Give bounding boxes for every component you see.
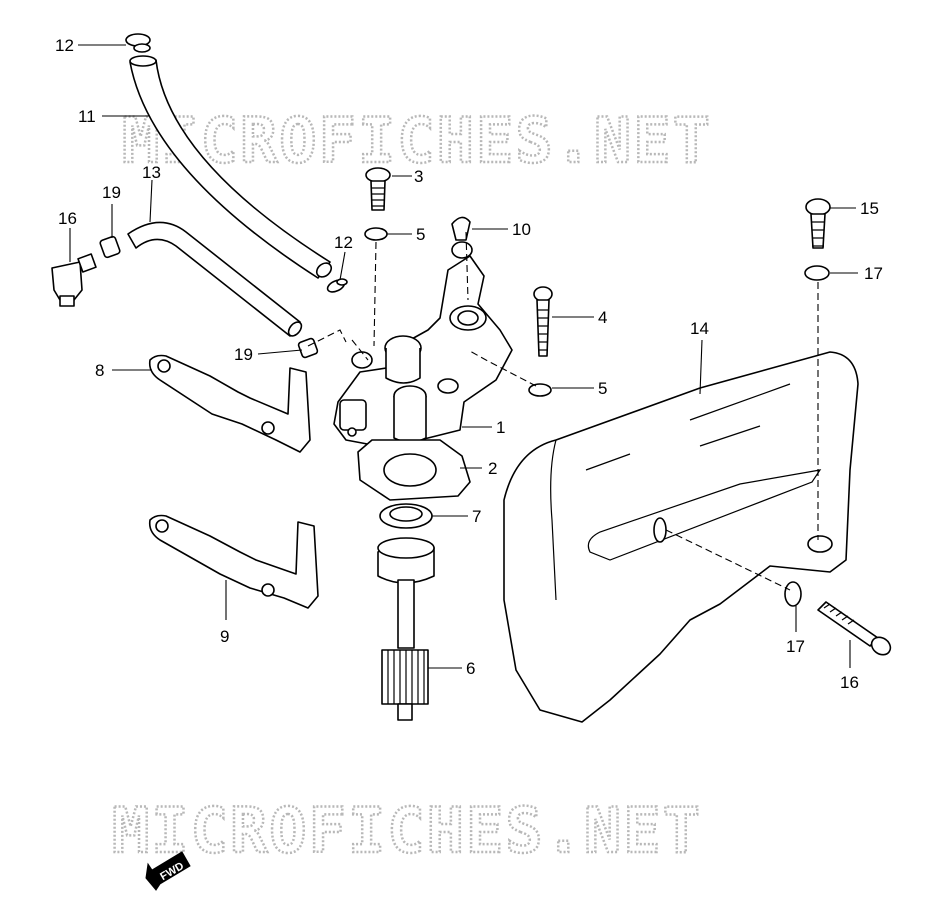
callout-16-left: 16 bbox=[58, 209, 77, 228]
part-8-bracket bbox=[148, 354, 311, 453]
callout-6: 6 bbox=[466, 659, 475, 678]
part-1-oil-pump bbox=[333, 241, 513, 447]
callout-12-lower: 12 bbox=[334, 233, 353, 252]
part-19-sleeve-center bbox=[297, 337, 319, 359]
callout-7: 7 bbox=[472, 507, 481, 526]
callout-4: 4 bbox=[598, 308, 607, 327]
part-12-oring-top bbox=[125, 33, 151, 53]
callout-17-upper: 17 bbox=[864, 264, 883, 283]
callout-1: 1 bbox=[496, 418, 505, 437]
watermark-bottom: MICROFICHES.NET bbox=[112, 794, 702, 867]
part-4-screw bbox=[533, 286, 553, 357]
callout-10: 10 bbox=[512, 220, 531, 239]
callout-11: 11 bbox=[78, 107, 96, 126]
part-5-washer-lower bbox=[528, 383, 552, 397]
callout-2: 2 bbox=[488, 459, 497, 478]
callout-12-top: 12 bbox=[55, 36, 74, 55]
callout-3: 3 bbox=[414, 167, 423, 186]
part-17-washer-upper bbox=[804, 265, 830, 281]
watermark-top: MICROFICHES.NET bbox=[122, 104, 712, 177]
callout-17-lower: 17 bbox=[786, 637, 805, 656]
part-17-washer-lower bbox=[784, 581, 802, 607]
part-16-elbow-fitting bbox=[51, 253, 97, 307]
callouts: 12 11 13 19 16 12 19 8 9 3 5 10 4 5 1 2 … bbox=[55, 36, 883, 692]
leader-lines bbox=[69, 44, 858, 669]
callout-9: 9 bbox=[220, 627, 229, 646]
callout-5-lower: 5 bbox=[598, 379, 607, 398]
callout-5-upper: 5 bbox=[416, 225, 425, 244]
part-15-screw bbox=[805, 198, 831, 249]
part-12-oring-lower bbox=[326, 278, 348, 293]
callout-8: 8 bbox=[95, 361, 104, 380]
assembly-lines bbox=[307, 231, 819, 591]
callout-19-center: 19 bbox=[234, 345, 253, 364]
callout-19-left: 19 bbox=[102, 183, 121, 202]
part-13-hose bbox=[127, 221, 303, 337]
part-3-screw bbox=[365, 167, 391, 211]
part-16-bolt bbox=[817, 601, 892, 656]
part-2-gasket bbox=[357, 439, 471, 501]
part-6-driven-gear bbox=[377, 537, 435, 721]
part-7-seal bbox=[379, 503, 433, 529]
part-10-nut bbox=[451, 216, 471, 241]
part-5-washer-upper bbox=[364, 227, 388, 241]
callout-15: 15 bbox=[860, 199, 879, 218]
part-19-sleeve-left bbox=[99, 235, 121, 259]
part-11-hose bbox=[129, 55, 333, 279]
callout-14: 14 bbox=[690, 319, 709, 338]
callout-16-right: 16 bbox=[840, 673, 859, 692]
part-9-bracket bbox=[148, 514, 319, 609]
callout-13: 13 bbox=[142, 163, 161, 182]
